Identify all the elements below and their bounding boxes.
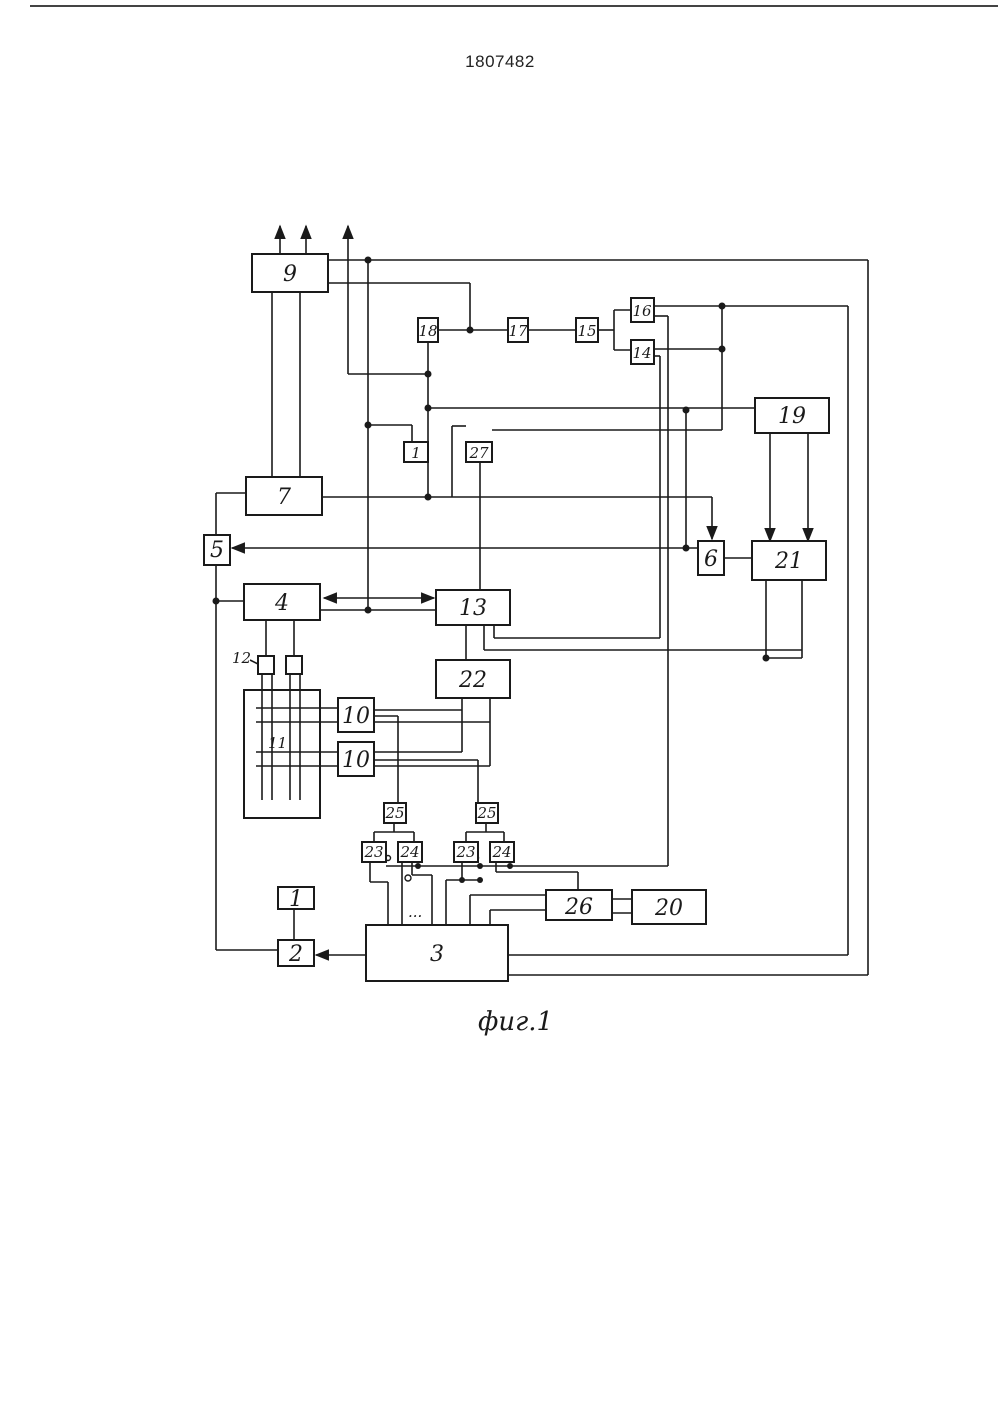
svg-text:4: 4 [274,591,289,616]
svg-text:24: 24 [491,843,511,861]
block-12-right [286,656,302,674]
svg-text:9: 9 [283,262,297,287]
block-2: 2 [278,940,314,967]
svg-text:10: 10 [342,748,370,773]
svg-text:24: 24 [399,843,419,861]
svg-text:17: 17 [508,322,528,340]
block-9: 9 [252,254,328,292]
svg-text:25: 25 [476,804,496,822]
svg-text:27: 27 [468,444,489,462]
figure-caption: фиг.1 [478,1007,553,1037]
block-15: 15 [576,318,598,342]
svg-text:26: 26 [564,895,593,920]
svg-text:21: 21 [774,549,803,574]
block-23-right: 23 [454,842,478,862]
block-26: 26 [546,890,612,920]
block-6: 6 [698,541,724,575]
svg-text:14: 14 [632,344,651,362]
svg-text:16: 16 [632,302,652,320]
block-14: 14 [631,340,654,364]
block-5: 5 [204,535,230,565]
block-1-lower: 1 [278,887,314,912]
svg-text:13: 13 [459,596,487,621]
svg-text:7: 7 [277,485,291,510]
svg-text:19: 19 [778,404,806,429]
block-11-matrix: 11 [244,690,320,818]
svg-text:20: 20 [654,896,683,921]
block-4: 4 [244,584,320,620]
svg-text:1: 1 [289,887,303,912]
ellipsis: ... [408,903,422,921]
svg-text:23: 23 [363,843,383,861]
svg-text:15: 15 [577,322,596,340]
block-22: 22 [436,660,510,698]
block-10-upper: 10 [338,698,374,732]
block-24-left: 24 [398,842,422,862]
svg-text:6: 6 [704,547,718,572]
block-19: 19 [755,398,829,433]
block-16: 16 [631,298,654,322]
block-23-left: 23 [362,842,386,862]
svg-text:18: 18 [418,322,437,340]
block-13: 13 [436,590,510,625]
block-25-right: 25 [476,803,498,823]
block-20: 20 [632,890,706,924]
block-18: 18 [418,318,438,342]
block-3: 3 [366,925,508,981]
svg-text:2: 2 [288,942,303,967]
block-21: 21 [752,541,826,580]
block-17: 17 [508,318,528,342]
junction-dots [213,257,770,884]
label-12: 12 [232,649,251,667]
block-7: 7 [246,477,322,515]
svg-text:10: 10 [342,704,370,729]
svg-text:3: 3 [430,942,444,967]
svg-text:5: 5 [210,538,224,563]
block-27: 27 [466,442,492,462]
block-10-lower: 10 [338,742,374,776]
block-1-upper: 1 [404,442,428,462]
svg-text:23: 23 [455,843,475,861]
block-25-left: 25 [384,803,406,823]
svg-text:1: 1 [411,444,421,462]
svg-text:11: 11 [268,734,287,752]
svg-text:22: 22 [458,668,487,693]
block-24-right: 24 [490,842,514,862]
block-12-left [258,656,274,674]
svg-text:25: 25 [384,804,404,822]
